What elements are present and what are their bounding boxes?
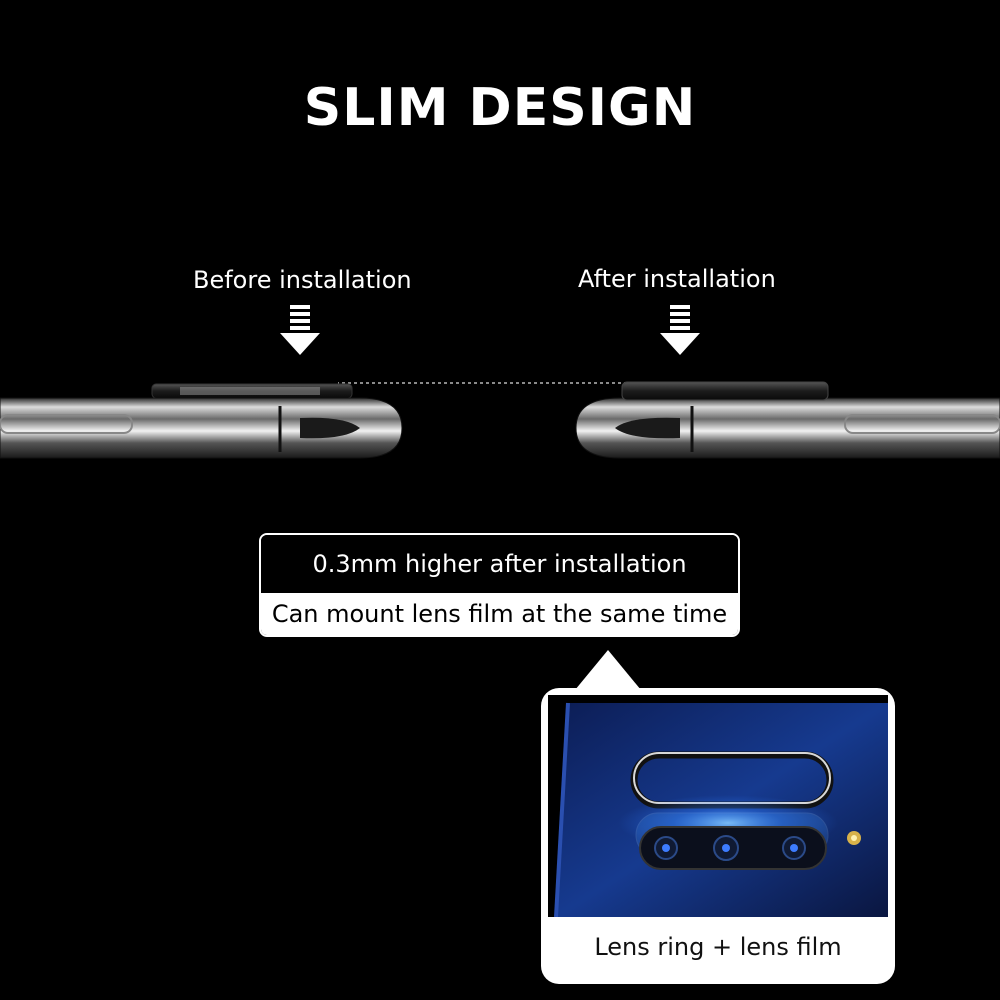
lens-film-info-text: Can mount lens film at the same time [261, 593, 738, 635]
photo-caption: Lens ring + lens film [594, 933, 842, 961]
triangle-pointer-icon [575, 650, 641, 690]
lens-ring-photo [548, 695, 888, 917]
page-title: SLIM DESIGN [303, 78, 697, 138]
height-info-text: 0.3mm higher after installation [261, 535, 738, 593]
after-installation-label: After installation [578, 265, 776, 293]
before-installation-label: Before installation [193, 266, 412, 294]
info-box: 0.3mm higher after installation Can moun… [259, 533, 740, 637]
phone-edge-illustration [0, 380, 1000, 459]
down-arrow-icon [660, 305, 700, 355]
lens-photo-panel: Lens ring + lens film [541, 688, 895, 984]
down-arrow-icon [280, 305, 320, 355]
